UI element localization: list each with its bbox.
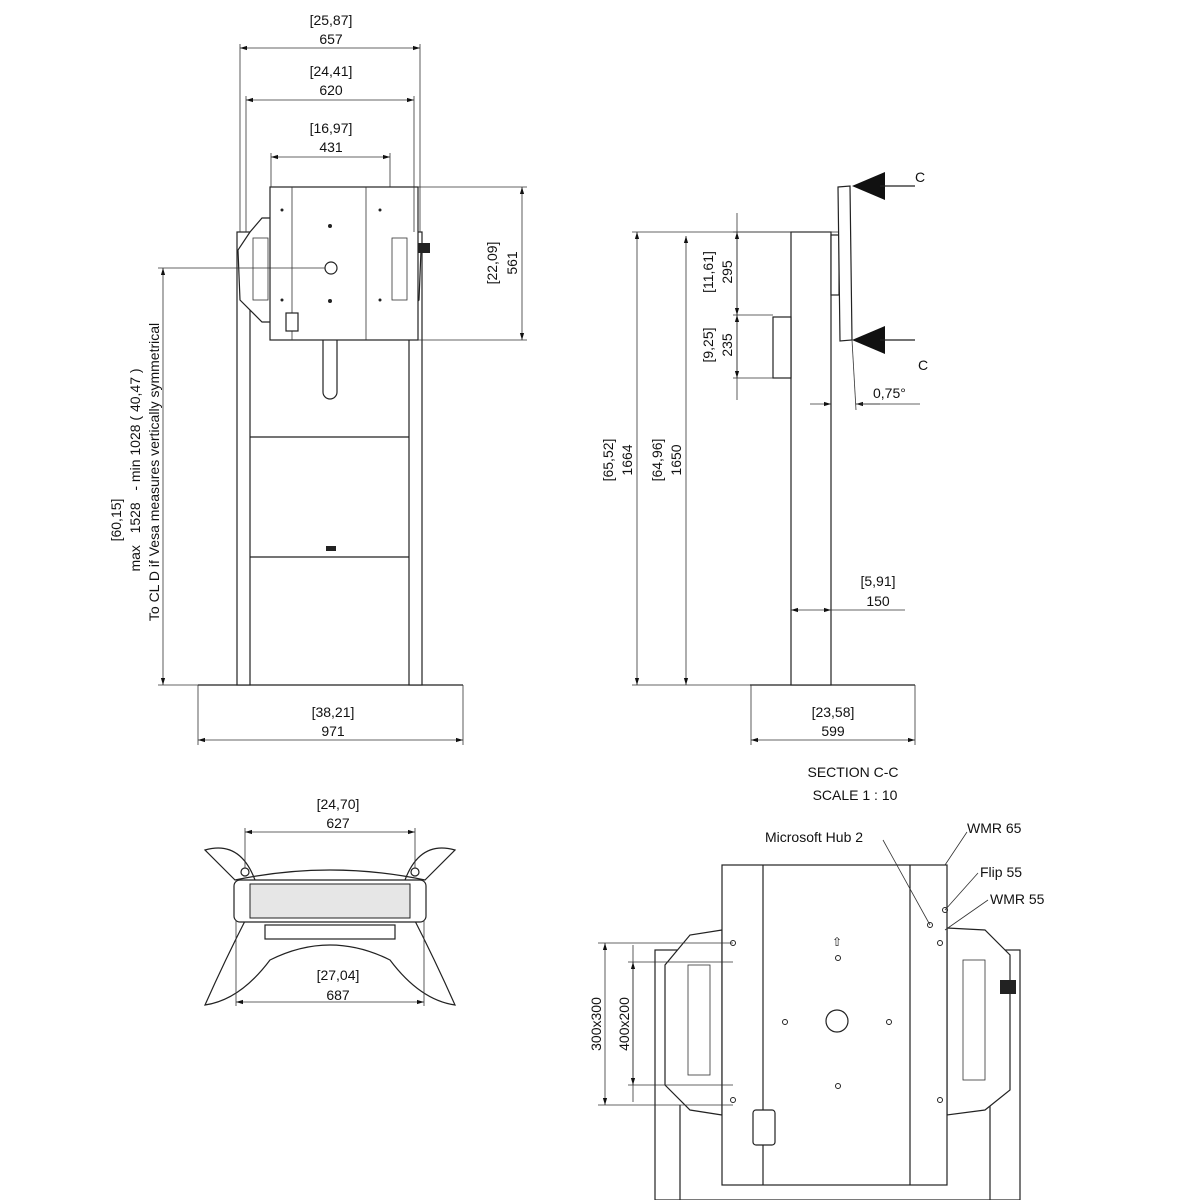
left-post xyxy=(236,231,251,686)
section-scale: SCALE 1 : 10 xyxy=(813,787,898,803)
dim-620-mm: 620 xyxy=(319,82,343,98)
dim-627-mm: 627 xyxy=(326,815,350,831)
lock-detail xyxy=(752,1109,776,1146)
dim-235-inch: [9,25] xyxy=(700,327,716,362)
dim-1664-mm: 1664 xyxy=(619,444,635,475)
section-arrow-bottom xyxy=(852,326,885,354)
dim-1650-mm: 1650 xyxy=(668,444,684,475)
section-mark-top: C xyxy=(915,169,925,185)
dim-height-inch: [60,15] xyxy=(108,499,124,542)
knob-detail xyxy=(1000,980,1016,994)
center-hole-detail xyxy=(825,1009,849,1033)
column xyxy=(790,231,832,686)
clamp-top xyxy=(264,924,396,940)
section-arrow-top xyxy=(852,172,885,200)
dim-height-mm: max 1528 - min 1028 ( 40,47 ) xyxy=(127,368,143,571)
left-slot xyxy=(687,964,711,1076)
logo-plate xyxy=(326,546,336,551)
top-view: [24,70] 627 [27,04] 687 xyxy=(203,796,457,1006)
dim-657-inch: [25,87] xyxy=(310,12,353,28)
dim-1664-inch: [65,52] xyxy=(600,439,616,482)
dim-971-inch: [38,21] xyxy=(312,704,355,720)
right-handle-slot xyxy=(391,237,408,301)
angle-value: 0,75° xyxy=(873,385,906,401)
label-wmr55: WMR 55 xyxy=(990,891,1045,907)
right-slot xyxy=(962,959,986,1081)
tilt-knob xyxy=(418,243,430,253)
dim-431-mm: 431 xyxy=(319,139,343,155)
dim-599-mm: 599 xyxy=(821,723,845,739)
dim-150-inch: [5,91] xyxy=(860,573,895,589)
bracket-side xyxy=(830,234,840,296)
detail-view: ⇧ Microsoft Hub 2 WMR 65 Flip 55 WMR 55 … xyxy=(588,820,1045,1200)
dim-431-inch: [16,97] xyxy=(310,120,353,136)
dim-295-inch: [11,61] xyxy=(700,251,716,293)
section-mark-bottom: C xyxy=(918,357,928,373)
dim-400x200: 400x200 xyxy=(616,997,632,1051)
dim-235-mm: 235 xyxy=(719,333,735,357)
dim-height-note: To CL D if Vesa measures vertically symm… xyxy=(146,323,162,621)
dim-300x300: 300x300 xyxy=(588,997,604,1051)
label-wmr65: WMR 65 xyxy=(967,820,1022,836)
handle-side xyxy=(772,316,792,379)
lock-box xyxy=(285,312,299,332)
dim-561-inch: [22,09] xyxy=(484,242,500,285)
front-view: [25,87] 657 [24,41] 620 [16,97] 431 [22,… xyxy=(108,12,527,745)
left-handle-slot xyxy=(252,237,269,301)
section-title: SECTION C-C xyxy=(808,764,899,780)
dim-150-mm: 150 xyxy=(866,593,890,609)
dim-627-inch: [24,70] xyxy=(317,796,360,812)
plate-top xyxy=(249,883,411,919)
label-flip55: Flip 55 xyxy=(980,864,1022,880)
dim-295-mm: 295 xyxy=(719,260,735,284)
dim-620-inch: [24,41] xyxy=(310,63,353,79)
dim-687-mm: 687 xyxy=(326,987,350,1003)
display-plate-side xyxy=(837,185,853,342)
right-bracket-detail xyxy=(946,927,1011,1116)
up-arrow-icon: ⇧ xyxy=(832,935,842,949)
dim-687-inch: [27,04] xyxy=(317,967,360,983)
cable-handle xyxy=(322,340,338,400)
dim-599-inch: [23,58] xyxy=(812,704,855,720)
dim-1650-inch: [64,96] xyxy=(649,439,665,482)
left-bracket-detail xyxy=(664,929,723,1116)
side-view: C C [11,61] 295 [9,25] 235 [65,52] 1664 … xyxy=(600,169,928,803)
dim-657-mm: 657 xyxy=(319,31,343,47)
label-hub: Microsoft Hub 2 xyxy=(765,829,863,845)
dim-561-mm: 561 xyxy=(504,251,520,275)
dim-971-mm: 971 xyxy=(321,723,345,739)
